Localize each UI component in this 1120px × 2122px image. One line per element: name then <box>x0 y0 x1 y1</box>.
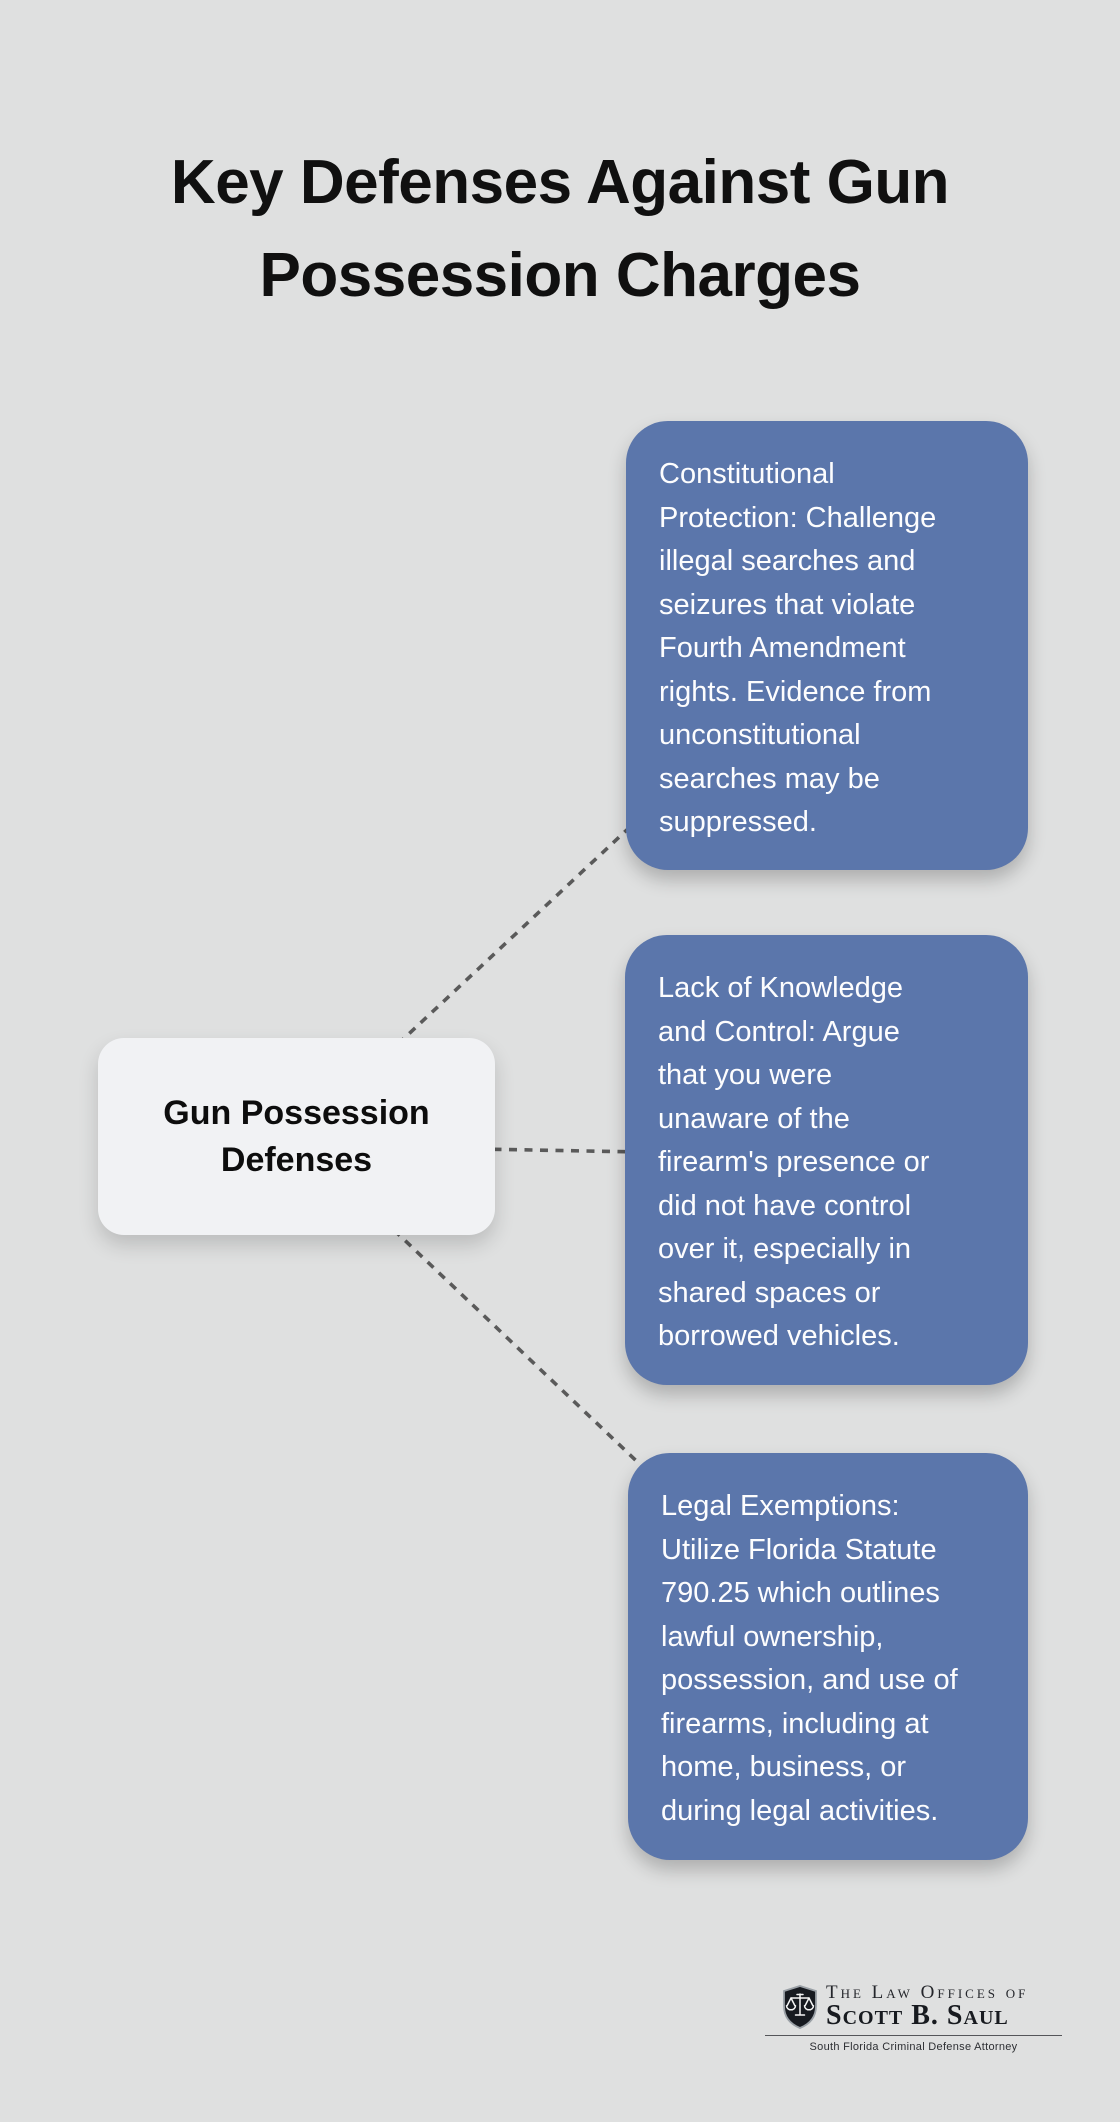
branch-card-legal-exemptions: Legal Exemptions: Utilize Florida Statut… <box>628 1453 1028 1860</box>
center-node: Gun Possession Defenses <box>98 1038 495 1235</box>
scales-of-justice-shield-icon <box>783 1984 817 2029</box>
law-firm-logo: The Law Offices of Scott B. Saul South F… <box>765 1983 1062 2053</box>
logo-row: The Law Offices of Scott B. Saul <box>765 1983 1062 2031</box>
logo-text: The Law Offices of Scott B. Saul <box>826 1983 1028 2031</box>
logo-firm-name: Scott B. Saul <box>826 2000 1009 2031</box>
dashed-connector-middle <box>477 1147 641 1154</box>
logo-tagline: South Florida Criminal Defense Attorney <box>809 2040 1018 2053</box>
dashed-connector-bottom <box>392 1228 650 1474</box>
branch-card-constitutional-protection: Constitutional Protection: Challenge ill… <box>626 421 1028 870</box>
logo-firm-prefix: The Law Offices of <box>826 1982 1029 2003</box>
center-node-label: Gun Possession Defenses <box>163 1093 430 1179</box>
branch-card-lack-of-knowledge: Lack of Knowledge and Control: Argue tha… <box>625 935 1028 1385</box>
dashed-connector-top <box>396 810 648 1046</box>
page-title: Key Defenses Against Gun Possession Char… <box>170 147 950 310</box>
logo-divider <box>765 2034 1062 2036</box>
